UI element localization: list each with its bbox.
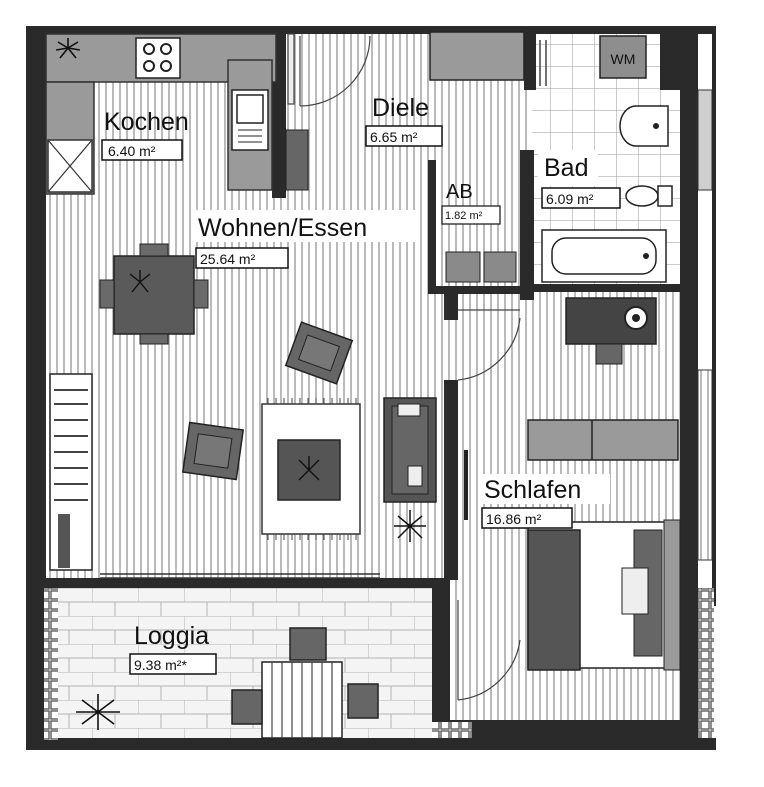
walls — [26, 26, 716, 750]
bookshelf — [49, 373, 93, 571]
washbasin-icon — [619, 105, 669, 147]
floor-plant-icon — [394, 510, 426, 542]
fridge — [285, 129, 309, 191]
desk — [565, 297, 657, 365]
room-area-ab: 1.82 m² — [445, 210, 483, 222]
room-kochen: Kochen 6.40 m² — [101, 108, 189, 161]
room-name-kochen: Kochen — [104, 108, 189, 136]
room-area-kochen: 6.40 m² — [108, 143, 156, 159]
room-area-wohnen: 25.64 m² — [200, 251, 256, 267]
window-wohnen — [100, 573, 380, 579]
plant-icon — [55, 38, 81, 59]
sink-icon — [231, 89, 269, 151]
room-wohnen: Wohnen/Essen 25.64 m² — [194, 210, 416, 269]
armchair-top — [284, 321, 354, 385]
cabinet-cross — [47, 139, 93, 193]
room-schlafen: Schlafen 16.86 m² — [480, 474, 610, 529]
loggia-plant-icon — [76, 694, 120, 730]
room-name-schlafen: Schlafen — [484, 476, 581, 504]
wardrobe — [429, 31, 525, 81]
neighbor-strip — [697, 89, 713, 561]
room-name-ab: AB — [446, 181, 473, 203]
loggia-table — [231, 627, 379, 739]
wardrobe-bedroom — [527, 419, 679, 461]
entrance-door — [287, 33, 371, 107]
room-loggia: Loggia 9.38 m²* — [129, 622, 217, 675]
room-ab: AB 1.82 m² — [441, 181, 501, 225]
bedroom-window-door — [457, 450, 521, 701]
room-area-diele: 6.65 m² — [370, 129, 418, 145]
armchair-left — [181, 421, 245, 481]
sofa — [383, 397, 437, 503]
dining-table — [99, 243, 209, 345]
toilet-icon — [625, 185, 673, 207]
washer-icon: WM — [599, 35, 647, 79]
room-area-schlafen: 16.86 m² — [486, 511, 542, 527]
room-diele: Diele 6.65 m² — [365, 94, 443, 147]
bathtub-icon — [541, 229, 667, 283]
stove-icon — [135, 37, 181, 79]
coffee-table — [277, 439, 341, 501]
room-name-bad: Bad — [544, 154, 588, 182]
washer-label: WM — [611, 51, 636, 67]
loggia-parapet — [44, 588, 714, 740]
room-name-diele: Diele — [372, 94, 429, 122]
room-area-bad: 6.09 m² — [546, 191, 594, 207]
ab-shelves — [445, 251, 517, 283]
bedroom-door — [457, 309, 521, 381]
shower-pipes — [539, 40, 547, 86]
room-bad: Bad 6.09 m² — [538, 150, 621, 209]
bed — [527, 519, 681, 671]
room-name-wohnen: Wohnen/Essen — [198, 214, 367, 242]
room-name-loggia: Loggia — [134, 622, 209, 650]
room-area-loggia: 9.38 m²* — [134, 657, 187, 673]
table-plant-icon — [129, 270, 151, 293]
